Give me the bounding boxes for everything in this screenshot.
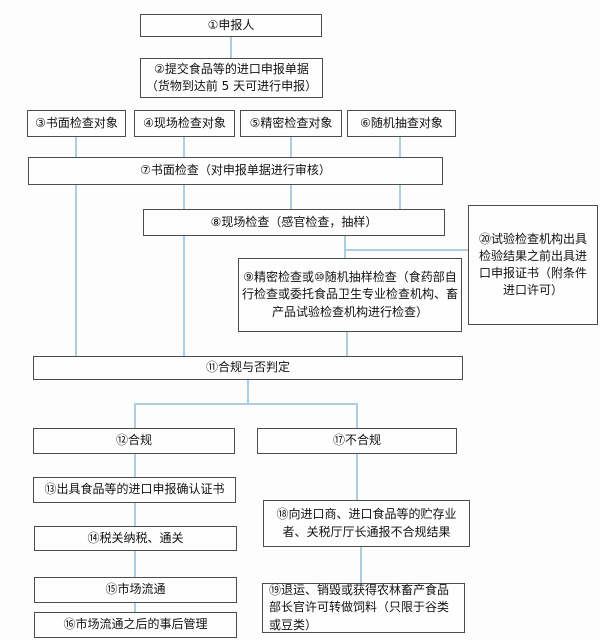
- connector-line: [290, 185, 292, 209]
- node-market-distribution: ⑮市场流通: [34, 577, 237, 603]
- node-submit-import-declaration: ②提交食品等的进口申报单据（货物到达前 5 天可进行申报）: [140, 58, 323, 98]
- connector-line: [360, 547, 362, 583]
- connector-line: [75, 137, 77, 157]
- node-import-confirmation-certificate: ⑬出具食品等的进口申报确认证书: [33, 477, 236, 503]
- node-compliance-judgment: ⑪合规与否判定: [33, 356, 463, 380]
- connector-line: [183, 185, 185, 209]
- node-precision-or-random-check: ⑨精密检查或⑩随机抽样检查（食药部自行检查或委托食品卫生专业检查机构、畜产品试验…: [238, 258, 462, 332]
- node-noncompliance-notification: ⑱向进口商、进口食品等的贮存业者、关税厅厅长通报不合规结果: [263, 500, 470, 547]
- node-document-check-target: ③书面检查对象: [27, 110, 126, 137]
- node-conditional-import-permit: ⑳试验检查机构出具检验结果之前出具进口申报证书（附条件进口许可）: [468, 205, 598, 325]
- connector-line: [183, 236, 185, 356]
- node-random-sampling-target: ⑥随机抽查对象: [347, 110, 456, 137]
- connector-line: [134, 603, 136, 612]
- node-noncompliant: ⑰不合规: [257, 428, 457, 454]
- connector-line: [356, 403, 358, 428]
- node-precision-check-target: ⑤精密检查对象: [240, 110, 342, 137]
- connector-line: [134, 551, 136, 577]
- node-post-market-management: ⑯市场流通之后的事后管理: [34, 612, 237, 638]
- connector-line: [356, 454, 358, 500]
- connector-line: [399, 137, 401, 157]
- connector-line: [247, 380, 249, 404]
- node-return-destroy-or-feed: ⑲退运、销毁或获得农林畜产食品部长官许可转做饲料（只限于谷类或豆类）: [262, 583, 465, 633]
- connector-line: [399, 185, 401, 209]
- connector-line: [75, 185, 77, 356]
- connector-line: [134, 503, 136, 526]
- connector-line: [346, 332, 348, 356]
- connector-line: [290, 137, 292, 157]
- connector-line: [134, 403, 358, 405]
- connector-line: [230, 37, 232, 58]
- connector-line: [134, 454, 136, 477]
- node-compliant: ⑫合规: [33, 428, 235, 454]
- node-onsite-check: ⑧现场检查（感官检查，抽样）: [143, 209, 445, 236]
- connector-line: [134, 403, 136, 428]
- connector-line: [344, 249, 468, 251]
- node-document-check: ⑦书面检查（对申报单据进行审核）: [28, 157, 443, 185]
- connector-line: [344, 236, 346, 258]
- node-customs-tax-clearance: ⑭税关纳税、通关: [34, 526, 237, 551]
- connector-line: [183, 137, 185, 157]
- node-declarant: ①申报人: [140, 14, 322, 37]
- node-onsite-check-target: ④现场检查对象: [134, 110, 235, 137]
